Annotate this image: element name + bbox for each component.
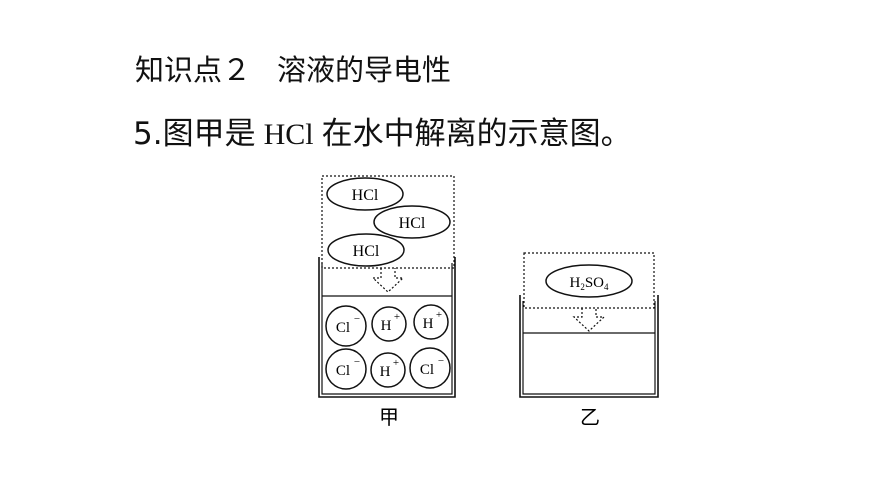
ion-cl-3: Cl − — [409, 347, 451, 389]
ion-cl-1: Cl − — [325, 305, 367, 347]
molecule-formula: H2SO4 — [569, 275, 609, 292]
caption-jia: 甲 — [379, 405, 399, 429]
molecule-label: HCl — [399, 215, 426, 232]
ion-symbol: Cl — [420, 362, 434, 378]
molecule-hcl-2: HCl — [373, 205, 451, 239]
beaker-wall-inner — [522, 301, 656, 395]
ion-charge: + — [436, 309, 442, 321]
molecule-hcl-3: HCl — [327, 233, 405, 267]
dissolve-arrow-icon — [371, 268, 405, 293]
molecule-label: HCl — [353, 243, 380, 260]
beaker-yi: H2SO4 乙 — [519, 252, 659, 429]
ion-cl-2: Cl − — [325, 348, 367, 390]
molecule-label: HCl — [352, 187, 379, 204]
ion-symbol: H — [423, 316, 434, 332]
ion-symbol: Cl — [336, 320, 350, 336]
question-number: 5. — [133, 116, 163, 152]
molecule-box-yi — [523, 252, 655, 309]
section-heading: 知识点２ 溶液的导电性 — [135, 50, 451, 90]
question-formula: HCl — [263, 118, 314, 151]
ion-h-2: H + — [413, 304, 449, 340]
beaker-jia: HCl HCl HCl Cl − H + H + — [318, 175, 456, 429]
ion-charge: + — [393, 357, 399, 369]
dissolve-arrow-icon — [572, 308, 606, 332]
question-text-after: 在水中解离的示意图。 — [321, 116, 632, 152]
ion-symbol: Cl — [336, 363, 350, 379]
ion-h-3: H + — [370, 352, 406, 388]
ion-charge: + — [394, 311, 400, 323]
caption-yi: 乙 — [580, 405, 600, 429]
ion-charge: − — [438, 355, 444, 367]
beaker-wall-inner — [321, 263, 453, 395]
ion-h-1: H + — [371, 306, 407, 342]
molecule-hcl-1: HCl — [326, 177, 404, 211]
heading-label: 知识点２ — [135, 53, 252, 87]
ion-charge: − — [354, 313, 360, 325]
molecule-box-jia — [321, 175, 455, 269]
ion-symbol: H — [380, 364, 391, 380]
molecule-h2so4: H2SO4 — [545, 264, 633, 298]
ion-symbol: H — [381, 318, 392, 334]
question-text-before: 图甲是 — [162, 116, 256, 152]
beaker-wall-outer — [318, 257, 456, 398]
beaker-wall-outer — [519, 295, 659, 398]
heading-topic: 溶液的导电性 — [277, 53, 452, 87]
ion-charge: − — [354, 356, 360, 368]
